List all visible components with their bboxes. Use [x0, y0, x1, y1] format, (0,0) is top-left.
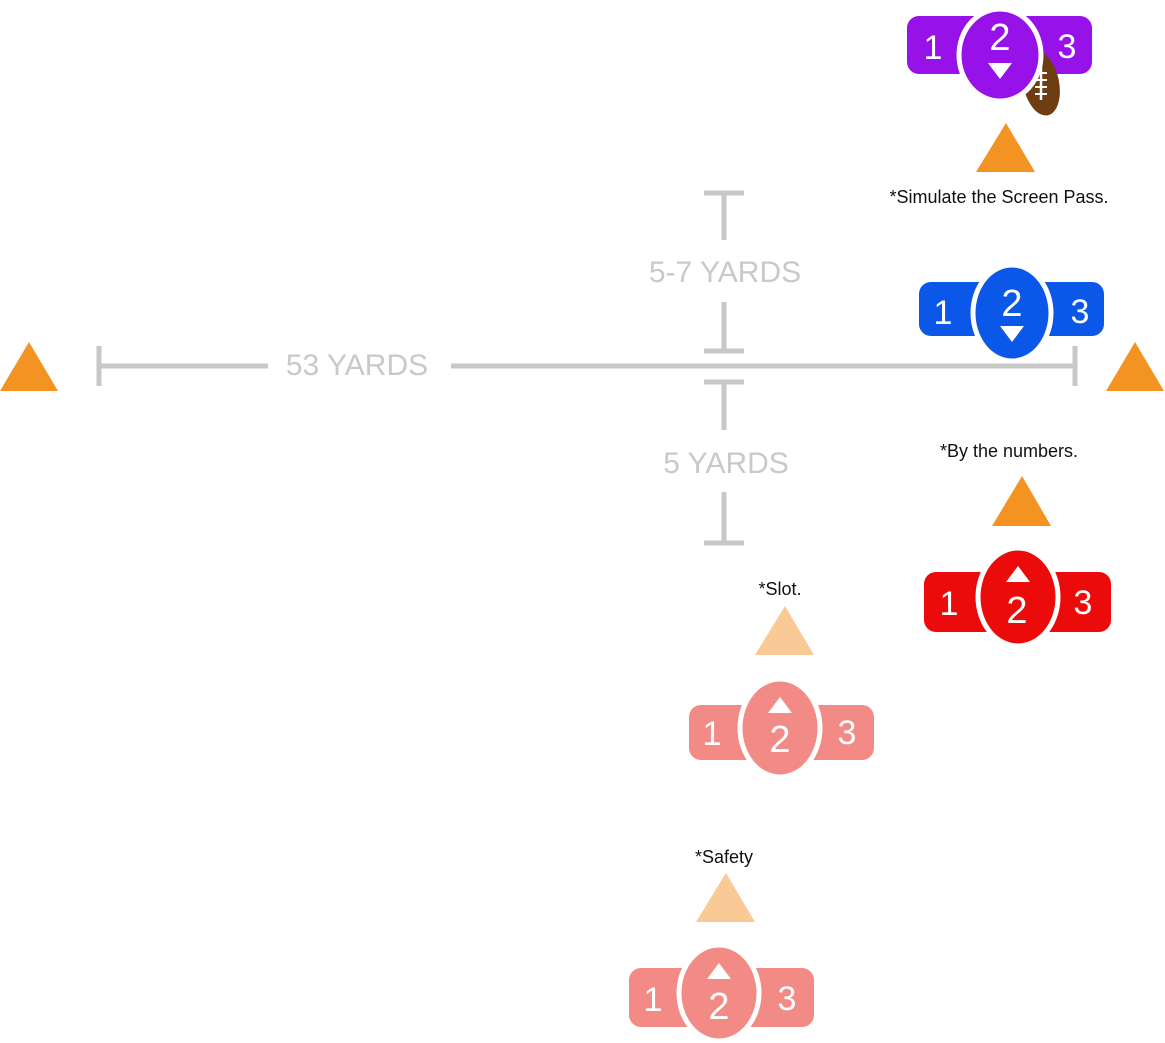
depth-measure-bottom	[704, 379, 744, 546]
arrow-down-icon	[1000, 326, 1024, 342]
cone-safety	[696, 873, 755, 922]
cone-left	[0, 342, 58, 391]
note-safety: *Safety	[695, 847, 753, 867]
player-red-left: 1	[940, 585, 959, 623]
player-safety: 1 2 3	[629, 942, 814, 1043]
player-safety-center: 2	[708, 986, 729, 1028]
player-slot-right: 3	[838, 714, 857, 752]
arrow-up-icon	[707, 963, 731, 979]
width-measure	[96, 346, 1078, 386]
note-screen-pass: *Simulate the Screen Pass.	[889, 187, 1108, 207]
arrow-up-icon	[768, 697, 792, 713]
player-slot-left: 1	[703, 715, 722, 753]
player-slot: 1 2 3	[689, 676, 874, 780]
depth-bottom-label: 5 YARDS	[663, 447, 789, 480]
cone-right	[1106, 342, 1164, 391]
width-label: 53 YARDS	[286, 349, 428, 382]
player-safety-left: 1	[644, 981, 663, 1019]
arrow-down-icon	[988, 63, 1012, 79]
player-slot-center: 2	[769, 719, 790, 761]
player-blue: 1 2 3	[919, 262, 1104, 364]
player-red-center: 2	[1006, 590, 1027, 632]
player-purple-left: 1	[924, 29, 943, 67]
note-slot: *Slot.	[758, 579, 801, 599]
player-purple-right: 3	[1058, 28, 1077, 66]
player-blue-right: 3	[1071, 293, 1090, 331]
depth-measure-top	[704, 190, 744, 354]
player-blue-center: 2	[1001, 283, 1022, 325]
player-safety-right: 3	[778, 980, 797, 1018]
player-blue-left: 1	[934, 294, 953, 332]
player-purple-center: 2	[989, 17, 1010, 59]
player-purple: 1 2 3	[907, 6, 1092, 116]
depth-top-label: 5-7 YARDS	[649, 256, 801, 289]
cone-screen-pass	[976, 123, 1035, 172]
arrow-up-icon	[1006, 566, 1030, 582]
cone-slot	[755, 606, 814, 655]
player-red: 1 2 3	[924, 545, 1111, 649]
player-red-right: 3	[1074, 584, 1093, 622]
note-by-numbers: *By the numbers.	[940, 441, 1078, 461]
cone-by-numbers	[992, 476, 1051, 526]
